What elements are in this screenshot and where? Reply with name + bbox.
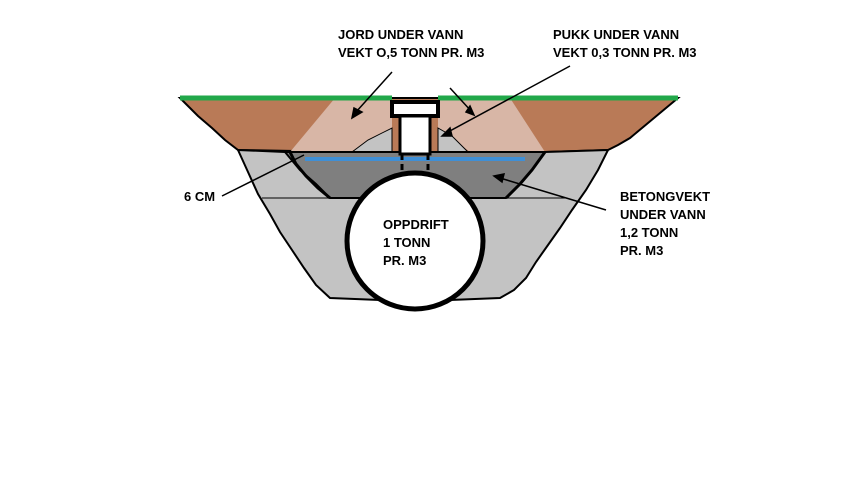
- gap-label: 6 CM: [184, 188, 215, 206]
- concrete-arrow-head: [492, 173, 506, 184]
- gravel-label-line-2: VEKT 0,3 TONN PR. M3: [553, 45, 697, 60]
- concrete-leader: [499, 177, 607, 211]
- trench-wall-right: [504, 151, 547, 200]
- buoyancy-label-line-1: OPPDRIFT: [383, 217, 449, 232]
- gravel-leader: [447, 65, 571, 133]
- soil-label: JORD UNDER VANN VEKT O,5 TONN PR. M3: [338, 26, 484, 62]
- concrete-label-line-1: BETONGVEKT: [620, 189, 711, 204]
- buoyancy-label-line-3: PR. M3: [383, 253, 427, 268]
- riser-cover: [390, 100, 440, 118]
- concrete-label-line-4: PR. M3: [620, 243, 664, 258]
- soil-label-line-2: VEKT O,5 TONN PR. M3: [338, 45, 485, 60]
- gravel-label-line-1: PUKK UNDER VANN: [553, 27, 680, 42]
- concrete-label-line-3: 1,2 TONN: [620, 225, 679, 240]
- gravel-label: PUKK UNDER VANN VEKT 0,3 TONN PR. M3: [553, 26, 697, 62]
- riser-pipe: [398, 114, 432, 156]
- gap-label-text: 6 CM: [184, 189, 216, 204]
- backfill-soil-left: [290, 98, 392, 152]
- gap-leader: [221, 154, 305, 197]
- leader-lines: [221, 65, 607, 211]
- soil-leader: [355, 71, 393, 113]
- backfill-soil-right: [438, 98, 545, 152]
- soil-arrow-head: [350, 106, 364, 120]
- buoyancy-label: OPPDRIFT 1 TONN PR. M3: [383, 216, 449, 270]
- concrete-label: BETONGVEKT UNDER VANN 1,2 TONN PR. M3: [620, 188, 710, 260]
- concrete-label-line-2: UNDER VANN: [620, 207, 706, 222]
- main-pipe: [344, 170, 486, 312]
- soil-arrow-head-2: [464, 104, 476, 117]
- buoyancy-label-line-2: 1 TONN: [383, 235, 431, 250]
- gravel-arrow-head: [440, 126, 453, 137]
- soil-label-line-1: JORD UNDER VANN: [338, 27, 464, 42]
